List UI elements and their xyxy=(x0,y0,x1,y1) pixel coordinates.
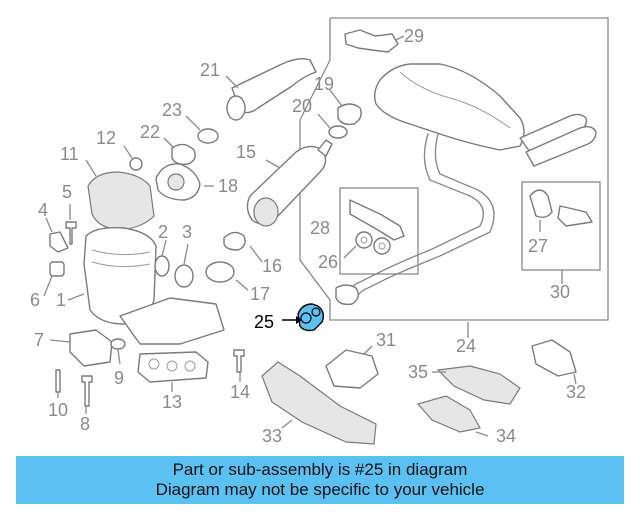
callout-3: 3 xyxy=(182,222,192,242)
callout-17: 17 xyxy=(250,284,270,304)
part-7-bracket xyxy=(69,329,113,367)
callout-10: 10 xyxy=(48,400,68,420)
pipe-flange-end xyxy=(335,284,359,306)
callout-29: 29 xyxy=(404,26,424,46)
part-8-bolt xyxy=(81,375,93,407)
callout-25-highlighted: 25 xyxy=(254,312,274,332)
callout-6: 6 xyxy=(30,290,40,310)
part-33-heat-shield xyxy=(261,361,377,445)
tailpipe-lower xyxy=(525,125,597,167)
part-31-heat-shield xyxy=(325,349,379,389)
callout-33: 33 xyxy=(262,426,282,446)
part-26-mount-a xyxy=(355,231,373,249)
callout-11: 11 xyxy=(60,144,79,164)
part-1-catalytic-converter xyxy=(83,226,157,325)
part-25-clamp-highlighted[interactable] xyxy=(297,303,325,332)
diagram-info-banner: Part or sub-assembly is #25 in diagram D… xyxy=(16,456,624,504)
part-14-bolt xyxy=(233,349,245,373)
part-35-heat-shield xyxy=(436,365,521,405)
part-10-stud xyxy=(55,369,61,393)
callout-9: 9 xyxy=(114,368,124,388)
part-21-front-pipe xyxy=(231,57,317,114)
rear-muffler xyxy=(373,63,525,151)
part-34-heat-shield xyxy=(416,395,481,433)
callout-21: 21 xyxy=(200,60,220,80)
part-1-manifold xyxy=(119,297,225,345)
banner-line-disclaimer: Diagram may not be specific to your vehi… xyxy=(155,480,485,499)
callout-28: 28 xyxy=(310,218,330,238)
part-26-mount-b xyxy=(373,237,391,255)
callout-24: 24 xyxy=(456,336,476,356)
callout-4: 4 xyxy=(38,200,48,220)
callout-20: 20 xyxy=(292,96,312,116)
callout-16: 16 xyxy=(262,256,282,276)
part-3-clamp xyxy=(174,264,194,288)
part-22-clamp xyxy=(171,143,196,166)
mount-group-box xyxy=(339,187,419,275)
exhaust-pipe xyxy=(345,133,484,297)
part-11-heat-shield xyxy=(87,171,155,231)
part-23-gasket xyxy=(197,128,219,144)
callout-2: 2 xyxy=(158,222,168,242)
part-4-bracket xyxy=(49,231,69,253)
callout-34: 34 xyxy=(496,426,516,446)
part-13-gasket xyxy=(137,351,209,383)
part-9-washer xyxy=(110,338,126,350)
exhaust-group-box xyxy=(299,17,609,321)
part-2-gasket xyxy=(154,255,170,277)
part-12-nut xyxy=(129,157,143,171)
callout-35: 35 xyxy=(408,362,428,382)
callout-7: 7 xyxy=(34,330,44,350)
callout-30: 30 xyxy=(550,282,570,302)
part-27-bracket xyxy=(529,189,553,219)
part-6-mount xyxy=(49,261,65,277)
callout-13: 13 xyxy=(162,392,182,412)
bracket-group-box xyxy=(521,181,601,271)
callout-1: 1 xyxy=(56,290,66,310)
part-21-flange xyxy=(226,95,246,121)
callout-22: 22 xyxy=(140,122,160,142)
callout-12: 12 xyxy=(96,128,116,148)
callout-8: 8 xyxy=(80,414,90,434)
part-20-gasket xyxy=(328,125,348,139)
part-32-bracket xyxy=(531,339,577,377)
part-19-flange xyxy=(337,103,362,126)
callout-19: 19 xyxy=(314,74,334,94)
part-27-plate xyxy=(557,205,593,227)
callout-18: 18 xyxy=(218,176,238,196)
callout-32: 32 xyxy=(566,382,586,402)
part-15-inlet xyxy=(253,197,279,227)
exhaust-parts-diagram: 29 21 19 20 23 22 12 15 11 18 5 4 28 2 3… xyxy=(30,17,609,446)
part-17-gasket xyxy=(205,261,235,283)
part-16-clamp xyxy=(223,231,246,251)
callout-31: 31 xyxy=(376,330,396,350)
part-28-mount xyxy=(349,199,405,241)
banner-line-part: Part or sub-assembly is #25 in diagram xyxy=(172,460,468,479)
callout-15: 15 xyxy=(236,142,256,162)
part-5-bolt xyxy=(65,221,77,245)
callout-14: 14 xyxy=(230,382,250,402)
part-29-hanger xyxy=(344,29,399,53)
callout-26: 26 xyxy=(318,252,338,272)
callout-27: 27 xyxy=(528,236,548,256)
callout-23: 23 xyxy=(162,100,182,120)
callout-5: 5 xyxy=(62,182,72,202)
